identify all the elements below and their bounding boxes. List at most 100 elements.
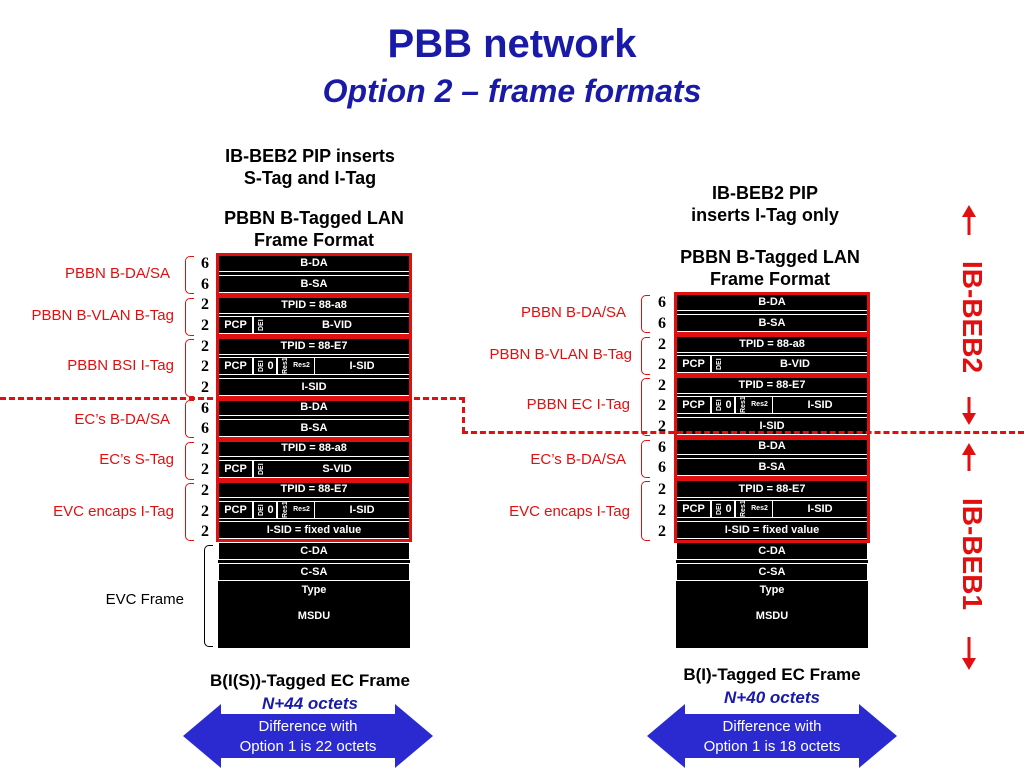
field-res1: Res1 — [277, 357, 289, 374]
field-res1: Res1 — [735, 396, 747, 413]
field-bda: B-DA — [758, 296, 786, 308]
left-brace-bvlan — [185, 298, 194, 336]
right-row-evc-isid: PCP DEI 0 Res1 Res2 I-SID — [676, 500, 868, 518]
right-label-ecdasa: EC’s B-DA/SA — [530, 451, 626, 468]
left-row-isid-cont: I-SID — [218, 378, 410, 396]
size-number: 2 — [658, 397, 666, 414]
left-diff-line1: Difference with — [258, 718, 358, 735]
right-label-evc: EVC encaps I-Tag — [509, 503, 630, 520]
left-row-bda: B-DA — [218, 254, 410, 272]
right-row-bda: B-DA — [676, 293, 868, 311]
field-bvid: B-VID — [780, 358, 810, 370]
right-row-bvid: PCP DEI B-VID — [676, 355, 868, 373]
field-isid-fixed: I-SID = fixed value — [724, 524, 820, 536]
size-number: 2 — [201, 296, 209, 313]
field-zero: 0 — [723, 397, 735, 413]
left-brace-ecstag — [185, 442, 194, 480]
size-number: 2 — [201, 358, 209, 375]
size-number: 2 — [201, 338, 209, 355]
size-number: 6 — [201, 255, 209, 272]
right-row-bsa: B-SA — [676, 314, 868, 332]
right-format-line2: Frame Format — [709, 269, 831, 289]
size-number: 2 — [658, 356, 666, 373]
field-tpid: TPID = 88-E7 — [280, 483, 348, 495]
size-number: 6 — [658, 439, 666, 456]
field-tpid: TPID = 88-E7 — [280, 340, 348, 352]
left-caption: B(I(S))-Tagged EC Frame — [210, 671, 410, 690]
field-pcp: PCP — [219, 502, 253, 518]
right-heading-line2: inserts I-Tag only — [691, 205, 839, 225]
right-difference-arrow — [647, 704, 897, 768]
field-tpid: TPID = 88-a8 — [281, 442, 347, 454]
left-row-cda: C-DA — [218, 542, 410, 560]
field-isid-fixed: I-SID = fixed value — [266, 524, 362, 536]
field-tpid: TPID = 88-a8 — [281, 299, 347, 311]
left-label-evcframe: EVC Frame — [105, 591, 184, 608]
side-arrows — [962, 205, 976, 670]
field-pcp: PCP — [677, 397, 711, 413]
field-bda: B-DA — [758, 440, 786, 452]
field-bsa: B-SA — [758, 317, 786, 329]
left-label-ecdasa: EC’s B-DA/SA — [74, 411, 170, 428]
field-bvid: B-VID — [322, 319, 352, 331]
field-type: Type — [301, 584, 327, 596]
field-dei: DEI — [711, 501, 723, 517]
left-format-line1: PBBN B-Tagged LAN — [224, 208, 404, 228]
right-caption: B(I)-Tagged EC Frame — [683, 665, 861, 684]
right-label-ec: PBBN EC I-Tag — [526, 396, 630, 413]
size-number: 2 — [658, 418, 666, 435]
field-zero: 0 — [265, 502, 277, 518]
size-number: 2 — [201, 482, 209, 499]
field-res2: Res2 — [747, 501, 773, 517]
right-format-title: PBBN B-Tagged LAN Frame Format — [636, 246, 904, 290]
right-difference-text: Difference with Option 1 is 18 octets — [674, 717, 870, 757]
size-number: 6 — [201, 276, 209, 293]
left-brace-bdasa — [185, 256, 194, 294]
right-row-ec-bda: B-DA — [676, 437, 868, 455]
left-difference-arrow — [183, 704, 433, 768]
field-bda: B-DA — [300, 401, 328, 413]
boundary-line-left — [0, 397, 465, 400]
left-label-evc: EVC encaps I-Tag — [53, 503, 174, 520]
field-res1: Res1 — [277, 501, 289, 518]
right-diff-line1: Difference with — [722, 718, 822, 735]
size-number: 6 — [658, 315, 666, 332]
right-row-csa: C-SA — [676, 563, 868, 581]
left-format-line2: Frame Format — [253, 230, 375, 250]
size-number: 2 — [658, 523, 666, 540]
page-title: PBB network — [387, 22, 637, 66]
right-brace-bvlan — [641, 337, 650, 375]
page-subtitle: Option 2 – frame formats — [322, 73, 702, 109]
size-number: 2 — [201, 441, 209, 458]
field-bsa: B-SA — [300, 422, 328, 434]
field-zero: 0 — [265, 358, 277, 374]
right-brace-ecdasa — [641, 440, 650, 478]
right-brace-ec — [641, 378, 650, 436]
field-tpid: TPID = 88-a8 — [739, 338, 805, 350]
left-row-isid-fixed: I-SID = fixed value — [218, 521, 410, 539]
left-brace-evc — [185, 483, 194, 541]
size-number: 6 — [658, 459, 666, 476]
field-isid: I-SID — [807, 503, 833, 515]
side-label-ib-beb1: IB-BEB1 — [957, 497, 988, 610]
left-heading-line2: S-Tag and I-Tag — [243, 168, 377, 188]
field-dei: DEI — [711, 356, 723, 372]
size-number: 2 — [201, 503, 209, 520]
left-octets: N+44 octets — [262, 694, 358, 713]
right-label-bdasa: PBBN B-DA/SA — [520, 304, 626, 321]
right-heading: IB-BEB2 PIP inserts I-Tag only — [640, 182, 890, 226]
left-brace-bsi — [185, 339, 194, 397]
left-row-bsa: B-SA — [218, 275, 410, 293]
left-heading: IB-BEB2 PIP inserts S-Tag and I-Tag — [180, 145, 440, 189]
field-dei: DEI — [253, 317, 265, 333]
right-format-line1: PBBN B-Tagged LAN — [680, 247, 860, 267]
field-bsa: B-SA — [758, 461, 786, 473]
size-number: 2 — [658, 502, 666, 519]
left-row-svid: PCP DEI S-VID — [218, 460, 410, 478]
field-pcp: PCP — [219, 461, 253, 477]
side-label-ib-beb2: IB-BEB2 — [957, 260, 988, 373]
right-brace-evc — [641, 481, 650, 541]
size-number: 2 — [201, 523, 209, 540]
size-number: 2 — [201, 379, 209, 396]
right-row-cda: C-DA — [676, 542, 868, 560]
